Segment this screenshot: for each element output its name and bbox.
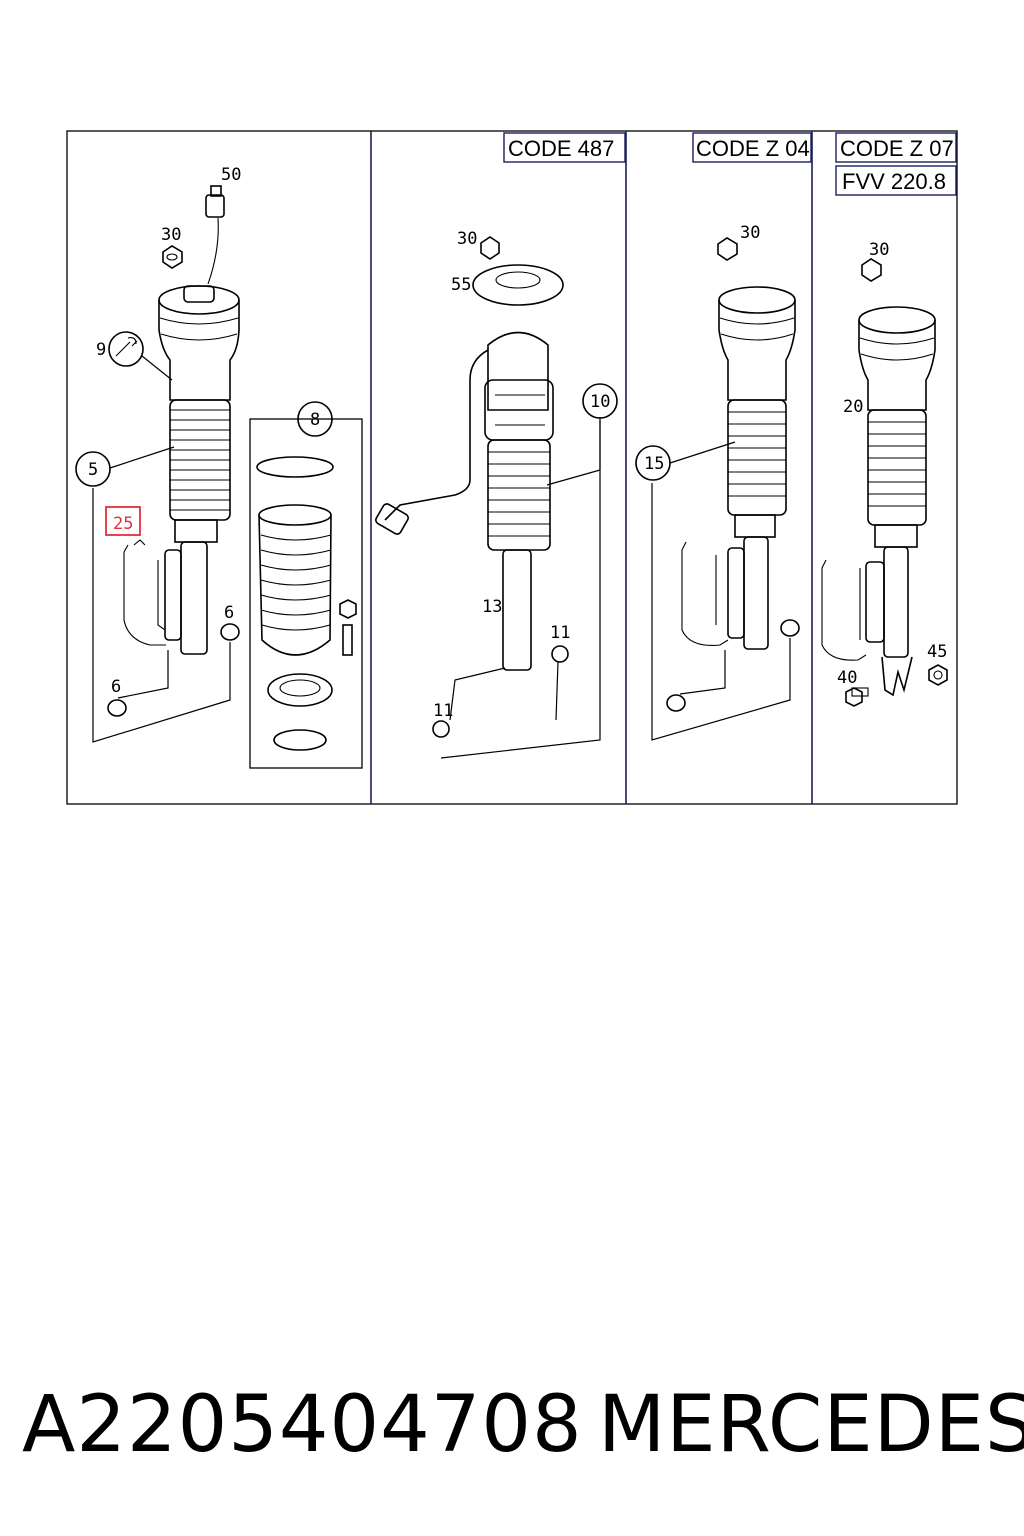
callout-13: 13	[482, 597, 502, 617]
plug-p3-right	[780, 619, 800, 637]
seal-ring-bottom	[273, 729, 327, 751]
panel-3-air-strut	[635, 237, 800, 741]
svg-text:CODE Z 04: CODE Z 04	[696, 136, 810, 161]
callout-11-right: 11	[550, 623, 570, 643]
valve-part-50	[205, 185, 225, 285]
callout-40: 40	[837, 668, 857, 688]
strut-bellows	[169, 399, 231, 543]
callout-30-p1: 30	[161, 225, 181, 245]
mount-plate-part-55	[472, 264, 564, 306]
plug-part-6-right	[220, 623, 240, 641]
callout-6-left: 6	[111, 677, 121, 697]
callout-6-right: 6	[224, 603, 234, 623]
callout-circle-5	[75, 451, 111, 487]
strut-air-spring-p4	[858, 306, 936, 697]
code-box-487: CODE 487	[503, 132, 626, 163]
plug-part-6-left	[107, 699, 127, 717]
plug-part-11-right	[551, 645, 569, 663]
strut-air-spring-p3	[718, 286, 796, 650]
callout-5: 5	[88, 460, 98, 480]
svg-text:CODE 487: CODE 487	[508, 136, 614, 161]
plug-p3-left	[666, 694, 686, 712]
callout-30-p2: 30	[457, 229, 477, 249]
mount-ring	[267, 673, 333, 707]
plug-part-11-left	[432, 720, 450, 738]
callout-8: 8	[310, 410, 320, 430]
nut-part-30	[162, 245, 183, 269]
svg-text:FVV 220.8: FVV 220.8	[842, 169, 946, 194]
wrench-icon	[108, 331, 144, 367]
nut-small	[339, 599, 357, 619]
panel-1-air-strut	[75, 185, 240, 743]
bolt-small	[342, 624, 353, 656]
hydraulic-line	[375, 349, 489, 535]
nut-part-30-p3	[717, 237, 738, 261]
nut-part-45	[928, 664, 948, 686]
panel-2-shock-absorber	[375, 236, 618, 759]
highlight-box-25	[105, 506, 141, 536]
svg-text:CODE Z 07: CODE Z 07	[840, 136, 954, 161]
part-number: A2205404708	[22, 1380, 583, 1470]
shock-body	[484, 331, 554, 671]
parts-diagram: CODE 487 CODE Z 04 CODE Z 07 FVV 220.8	[66, 130, 958, 805]
callout-circle-10	[582, 383, 618, 419]
sensor-cable-p4	[821, 559, 867, 661]
callout-9: 9	[96, 340, 106, 360]
code-box-z04: CODE Z 04	[692, 132, 812, 163]
diagram-frame	[66, 130, 958, 805]
panel-4-air-strut	[821, 258, 948, 707]
footer: A2205404708 MERCEDES	[0, 1370, 1024, 1480]
callout-30-p3: 30	[740, 223, 760, 243]
sensor-cable-p3	[681, 541, 729, 646]
brand-name: MERCEDES	[598, 1380, 1024, 1470]
bellows-sleeve	[258, 504, 332, 656]
callout-45: 45	[927, 642, 947, 662]
callout-circle-15	[635, 445, 671, 481]
seal-ring-top	[256, 456, 334, 478]
strut-damper-tube	[164, 541, 208, 655]
sensor-cable-part-25	[123, 539, 166, 646]
code-box-fvv: FVV 220.8	[835, 165, 957, 196]
callout-55: 55	[451, 275, 471, 295]
bolt-part-40	[845, 687, 869, 707]
strut-air-spring	[158, 285, 240, 401]
callout-25: 25	[113, 514, 133, 534]
callout-15: 15	[644, 454, 664, 474]
callout-30-p4: 30	[869, 240, 889, 260]
callout-11-left: 11	[433, 701, 453, 721]
callout-10: 10	[590, 392, 610, 412]
callout-50-p1: 50	[221, 165, 241, 185]
code-box-z07: CODE Z 07	[835, 132, 957, 163]
nut-part-30-p2	[480, 236, 500, 260]
callout-20: 20	[843, 397, 863, 417]
panel-1-kit-box-8	[249, 401, 363, 769]
nut-part-30-p4	[861, 258, 882, 282]
